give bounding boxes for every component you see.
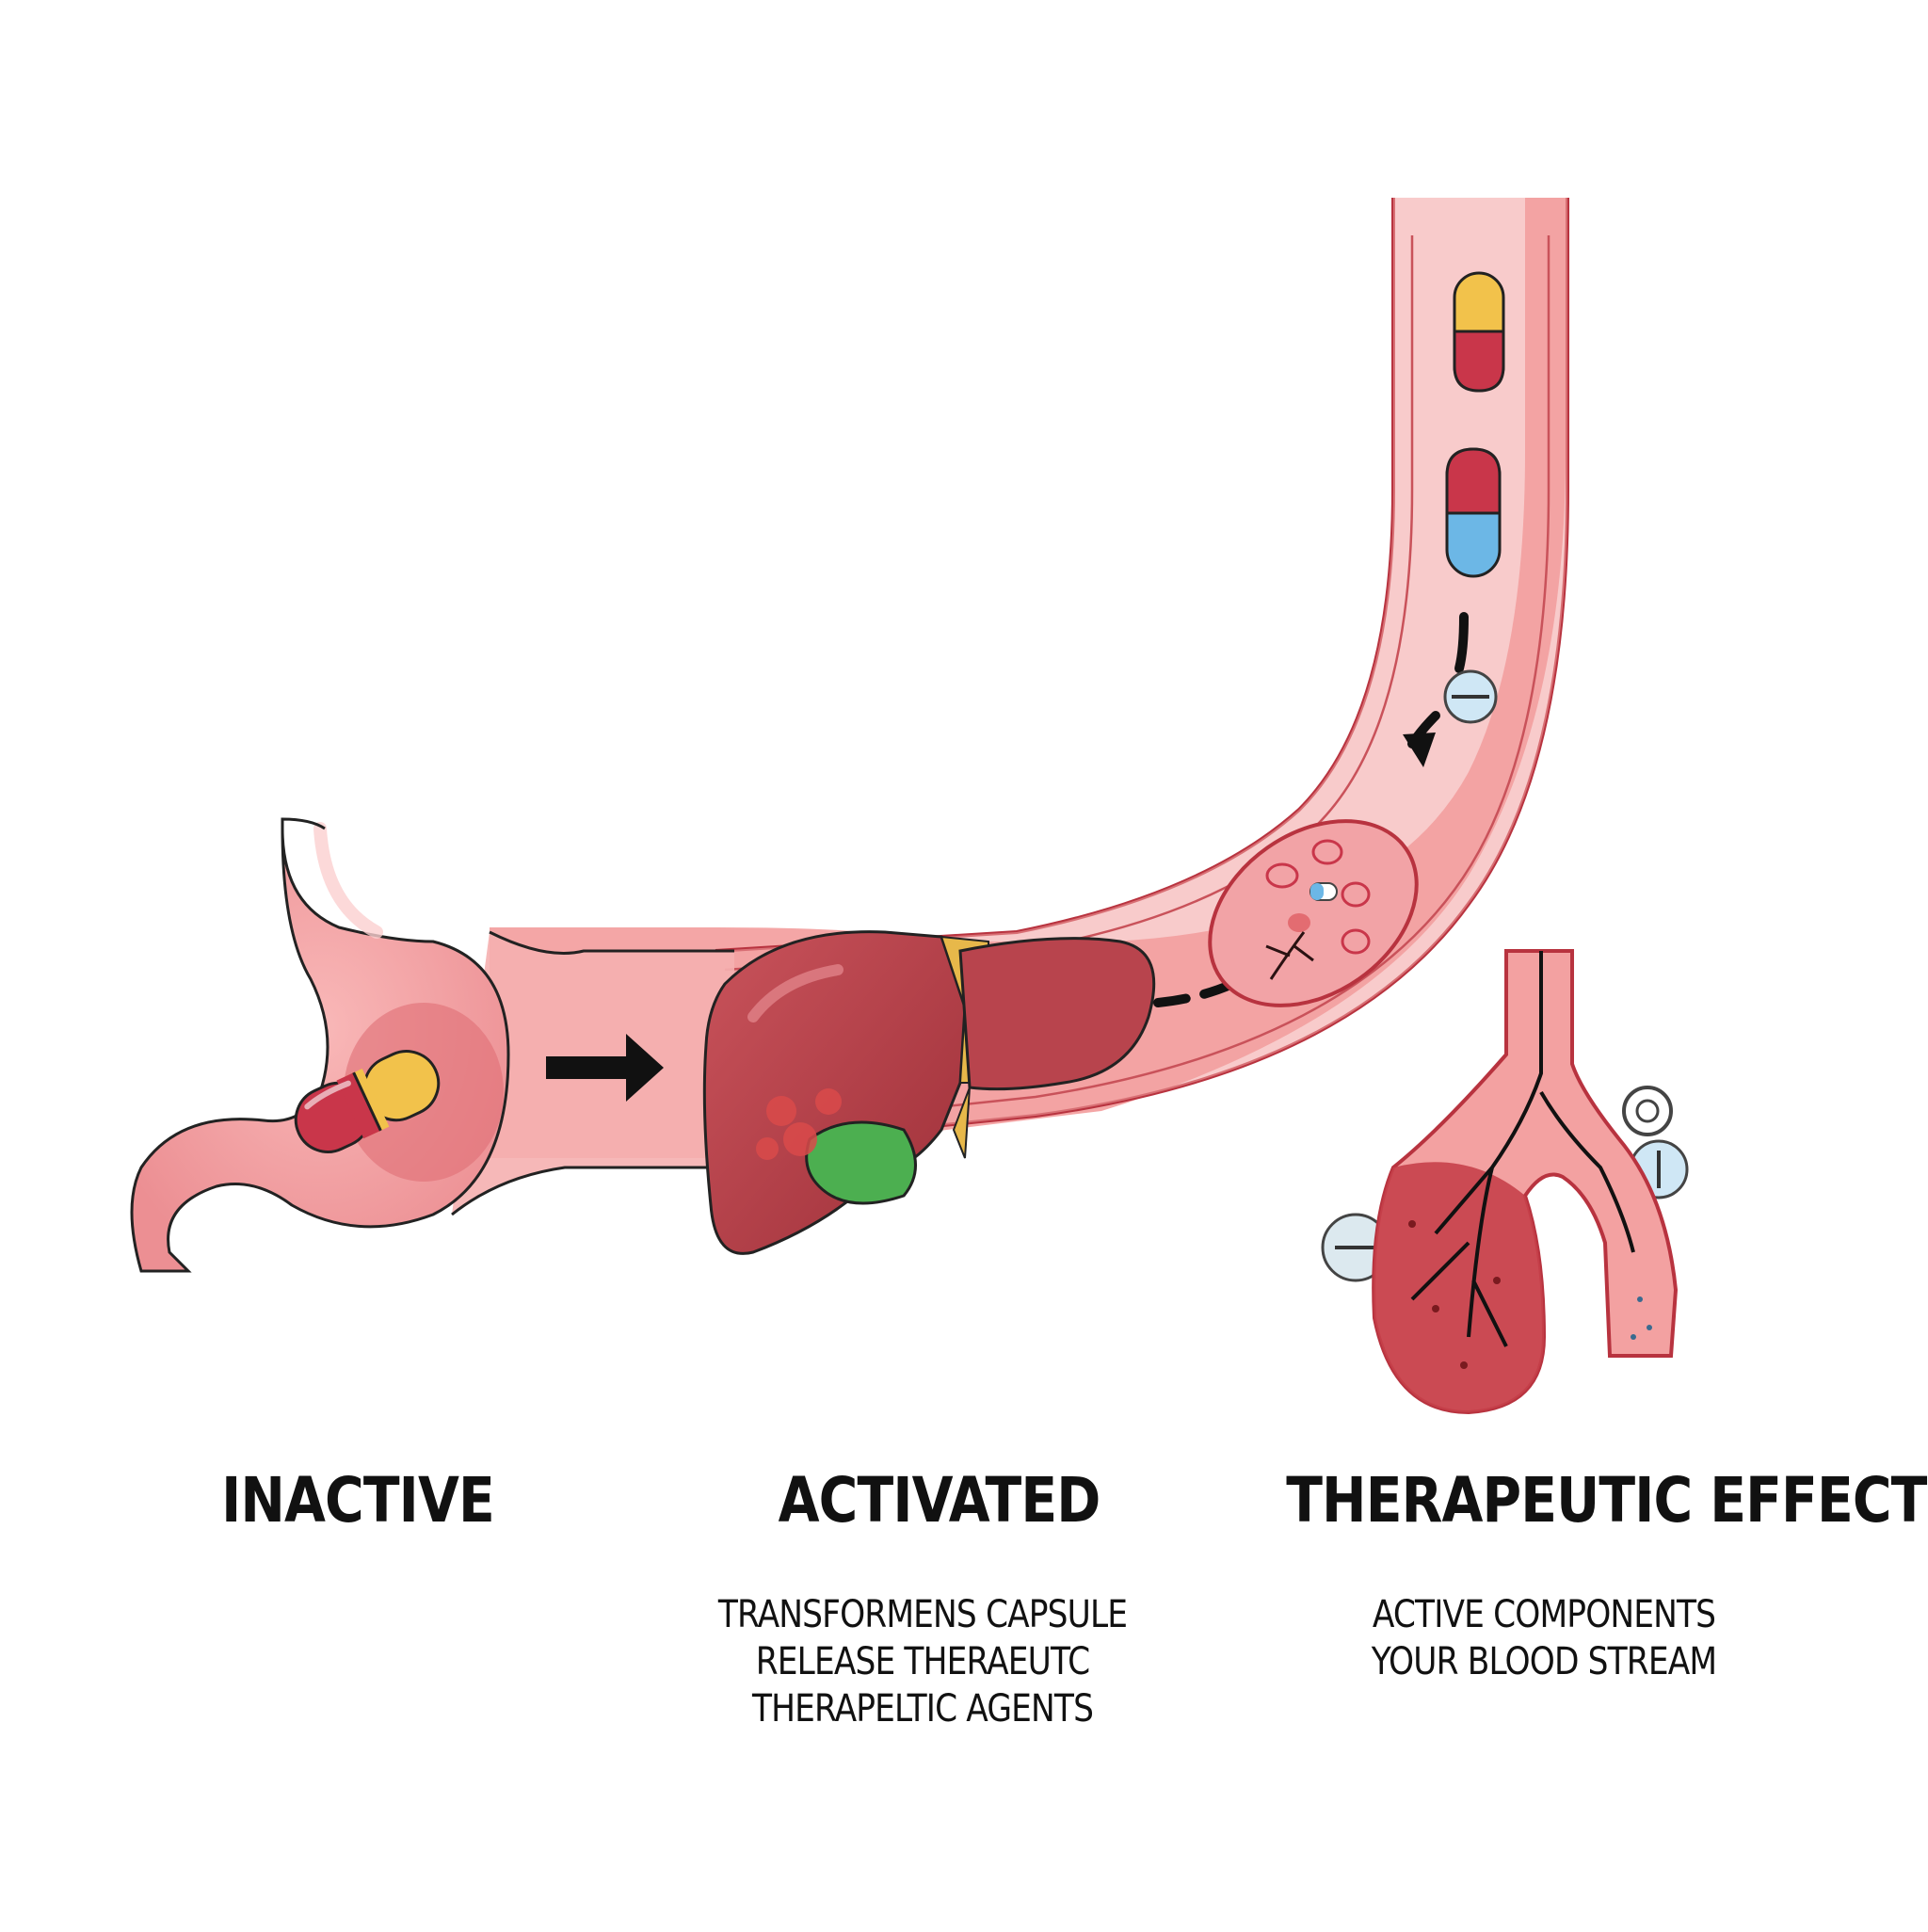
arrow-icon: [546, 1034, 664, 1102]
blood-vessel-icon: [1372, 949, 1679, 1415]
stage-title-activated: ACTIVATED: [778, 1464, 1101, 1537]
desc-line: TRANSFORMENS CAPSULE: [717, 1593, 1128, 1636]
desc-line: ACTIVE COMPONENTS: [1372, 1593, 1716, 1636]
liver-icon: [702, 930, 1156, 1255]
capsule-icon: [1453, 271, 1505, 393]
desc-line: YOUR BLOOD STREAM: [1371, 1640, 1717, 1683]
stage-title-inactive: INACTIVE: [221, 1464, 495, 1537]
stomach-icon: [130, 817, 510, 1273]
arrow-icon: [1403, 733, 1436, 767]
stage-title-therapeutic-effect: THERAPEUTIC EFFECT: [1286, 1464, 1927, 1537]
stage-desc-activated: TRANSFORMENS CAPSULE RELEASE THERAEUTC T…: [696, 1591, 1149, 1732]
capsule-icon: [1445, 447, 1502, 578]
tablet-icon: [1443, 669, 1498, 724]
tablet-icon: [1622, 1086, 1673, 1136]
tablet-icon: [1321, 1213, 1390, 1282]
flow-arrow: [1454, 612, 1469, 673]
desc-line: THERAPELTIC AGENTS: [751, 1687, 1094, 1731]
desc-line: RELEASE THERAEUTC: [755, 1640, 1090, 1683]
capsule-icon: [294, 1050, 441, 1153]
stage-desc-therapeutic-effect: ACTIVE COMPONENTS YOUR BLOOD STREAM: [1350, 1591, 1739, 1685]
villus-cross-section: [1208, 819, 1419, 1007]
